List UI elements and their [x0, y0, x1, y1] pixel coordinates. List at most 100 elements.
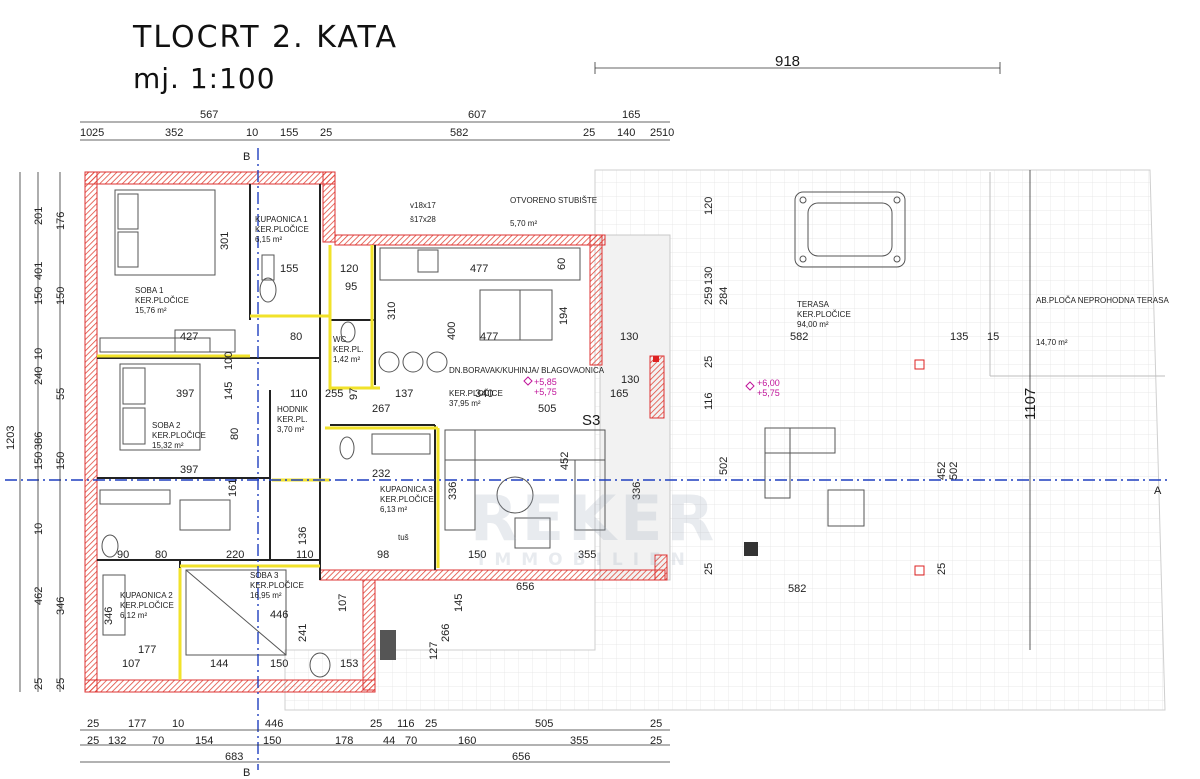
dim-top-row2-item: 140	[617, 127, 635, 139]
dim-left-total: 1203	[5, 426, 17, 450]
section-lines	[5, 148, 1170, 770]
interior-dimension-value: 150	[468, 549, 486, 561]
level-marker: +5,85 +5,75	[523, 376, 557, 397]
room-finish: KER.PLOČICE	[135, 296, 189, 305]
interior-dimension-value: 80	[155, 549, 167, 561]
dim-bottom-row2-item: 25	[87, 735, 99, 747]
interior-dimension-value: 120	[703, 197, 715, 215]
room-label: HODNIK KER.PL. 3,70 m²	[277, 405, 309, 434]
dim-top-row2-item: 155	[280, 127, 298, 139]
room-finish: KER.PLOČICE	[120, 601, 174, 610]
interior-dimension-value: 336	[447, 482, 459, 500]
dim-bottom-row2-item: 154	[195, 735, 213, 747]
dim-left-outer-item: 201	[33, 207, 45, 225]
terrace-markers	[380, 356, 925, 660]
room-name: SOBA 2	[152, 421, 181, 430]
dim-bottom-row2-item: 25	[650, 735, 662, 747]
furniture	[99, 189, 906, 678]
interior-dimension-value: 130	[703, 267, 715, 285]
interior-dimension-value: 150	[270, 658, 288, 670]
interior-dimension-value: 340	[475, 388, 493, 400]
dim-top-row2-item: 10	[246, 127, 258, 139]
interior-dimension-value: 397	[176, 388, 194, 400]
dim-top-row1-item: 607	[468, 109, 486, 121]
room-area: 6,13 m²	[380, 505, 407, 514]
interior-dimension-value: 90	[117, 549, 129, 561]
stair-spec-tread: š17x28	[410, 215, 436, 224]
interior-dimension-value: 267	[372, 403, 390, 415]
interior-dimension-value: 97	[348, 388, 360, 400]
dim-left-outer-item: 386	[33, 432, 45, 450]
interior-dimension-value: 107	[337, 594, 349, 612]
dim-left-outer-item: 462	[33, 587, 45, 605]
level-marker: +6,00 +5,75	[745, 378, 780, 398]
outer-walls	[84, 171, 668, 693]
interior-dimension-value: 98	[377, 549, 389, 561]
interior-dimension-value: 336	[631, 482, 643, 500]
room-name: AB.PLOČA NEPROHODNA TERASA	[1036, 296, 1169, 305]
dim-top-row1: 567 607 165	[200, 109, 640, 121]
room-label: SOBA 3 KER.PLOČICE 16,95 m²	[250, 571, 304, 600]
dim-top-row2-item: 25	[320, 127, 332, 139]
interior-dimension-value: 220	[226, 549, 244, 561]
interior-dimension-value: 177	[138, 644, 156, 656]
interior-dimension-value: 144	[210, 658, 228, 670]
room-area: 6,12 m²	[120, 611, 147, 620]
interior-dimension-value: 477	[470, 263, 488, 275]
dim-left-outer-item: 401	[33, 262, 45, 280]
interior-dimension-value: 397	[180, 464, 198, 476]
dim-left-inner: 176 150 55 150 346 25	[55, 212, 67, 690]
dim-bottom-row3-item: 683	[225, 751, 243, 763]
dim-bottom-row1-item: 10	[172, 718, 184, 730]
section-a-right: A	[1154, 485, 1162, 497]
dim-bottom-row1: 25 177 10 446 25 116 25 505 25	[87, 718, 662, 730]
interior-dimension-value: 116	[703, 392, 715, 410]
interior-dimension-value: 100	[223, 352, 235, 370]
interior-dimension-value: 95	[345, 281, 357, 293]
dim-left-inner-item: 150	[55, 452, 67, 470]
interior-dimension-value: 505	[538, 403, 556, 415]
room-finish: KER.PLOČICE	[380, 495, 434, 504]
dim-bottom-row1-item: 25	[650, 718, 662, 730]
dim-left-outer-item: 150	[33, 287, 45, 305]
room-area: 16,95 m²	[250, 591, 282, 600]
interior-dimension-value: 502	[718, 457, 730, 475]
dim-bottom-row2: 25 132 70 154 150 178 44 70 160 355 25	[87, 735, 662, 747]
terrace-outline	[284, 169, 1166, 711]
interior-dimension-value: 130	[621, 374, 639, 386]
dim-top-row2-item: 582	[450, 127, 468, 139]
level-value: +5,85	[534, 377, 557, 387]
dim-left-inner-item: 346	[55, 597, 67, 615]
interior-dimension-value: 120	[340, 263, 358, 275]
room-area: 15,76 m²	[135, 306, 167, 315]
room-label: KUPAONICA 2 KER.PLOČICE 6,12 m²	[120, 591, 174, 620]
room-name: KUPAONICA 3	[380, 485, 433, 494]
room-name: OTVORENO STUBIŠTE	[510, 196, 597, 205]
highlight-lines	[97, 245, 440, 680]
dim-bottom-row2-item: 160	[458, 735, 476, 747]
room-area: 1,42 m²	[333, 355, 360, 364]
interior-dimension-value: 301	[219, 232, 231, 250]
room-finish: KER.PLOČICE	[797, 310, 851, 319]
dim-left-inner-item: 55	[55, 388, 67, 400]
dim-top-row2-item: 352	[165, 127, 183, 139]
dim-bottom-row1-item: 25	[87, 718, 99, 730]
interior-dimension-value: 80	[290, 331, 302, 343]
room-area: 94,00 m²	[797, 320, 829, 329]
room-area: 14,70 m²	[1036, 338, 1068, 347]
room-area: 3,70 m²	[277, 425, 304, 434]
interior-dimension-value: 153	[340, 658, 358, 670]
dimension-lines	[19, 62, 1031, 763]
room-name: WC	[333, 335, 347, 344]
room-name: DN.BORAVAK/KUHINJA/ BLAGOVAONICA	[449, 366, 605, 375]
interior-dimension-value: 137	[395, 388, 413, 400]
interior-dimension-value: 477	[480, 331, 498, 343]
room-label: SOBA 2 KER.PLOČICE 15,32 m²	[152, 421, 206, 450]
interior-dimension-value: 502	[948, 462, 960, 480]
room-label: WC KER.PL. 1,42 m²	[333, 335, 364, 364]
interior-dimension-value: 145	[223, 382, 235, 400]
dim-right-total: 1107	[1022, 388, 1039, 420]
interior-dimension-value: 145	[453, 594, 465, 612]
interior-dimension-value: 582	[790, 331, 808, 343]
